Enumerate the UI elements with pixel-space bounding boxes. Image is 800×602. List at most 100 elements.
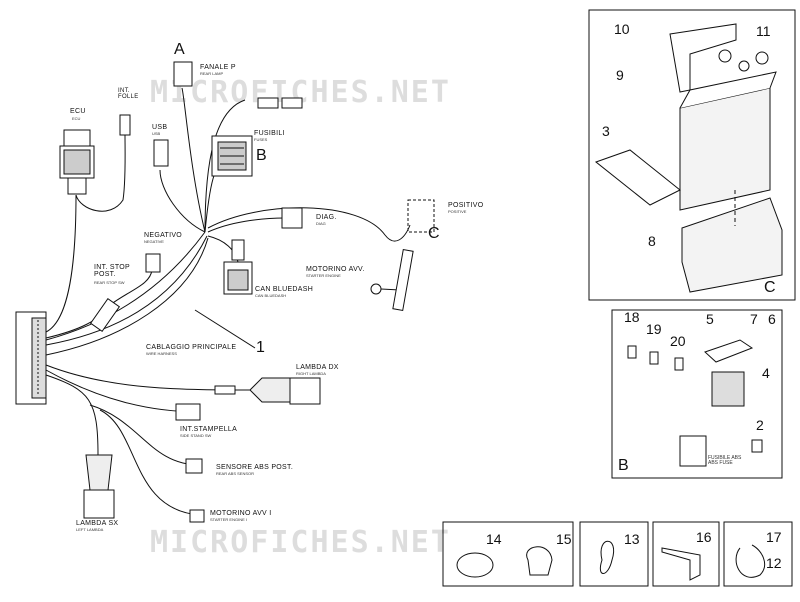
usb-drawing [153, 139, 169, 167]
label-sensore: SENSORE ABS POST. [216, 464, 294, 471]
pad-drawing [594, 149, 681, 206]
label-positivo-sub: POSITIVE [448, 209, 467, 214]
harness-to-hub [45, 231, 206, 341]
label-lambda-dx-sub: RIGHT LAMBDA [296, 371, 326, 376]
label-sensore-sub: REAR ABS SENSOR [216, 471, 255, 476]
lambda-dx-drawing [214, 377, 321, 405]
callout-c: C [428, 225, 440, 242]
box-b-label: B [618, 457, 629, 474]
part-number-7: 7 [750, 311, 758, 327]
part-number-5: 5 [706, 311, 714, 327]
wire-diag [207, 217, 286, 233]
part-box-13 [579, 521, 649, 587]
wire-motorino1 [99, 409, 201, 516]
label-ecu-sub: ECU [72, 116, 81, 121]
label-ecu: ECU [70, 108, 86, 115]
label-int-stop-sub: REAR STOP SW [94, 280, 125, 285]
wire-ecu-2 [75, 134, 126, 212]
part-number-20: 20 [670, 333, 686, 349]
lambda-sx-drawing [83, 454, 115, 519]
part-number-16: 16 [696, 529, 712, 545]
label-int-stop: INT. STOP POST. [94, 264, 131, 278]
label-diag-sub: DIAG [316, 221, 326, 226]
main-connector-drawing [15, 311, 47, 405]
part-number-13: 13 [624, 531, 640, 547]
label-usb: USB [152, 124, 168, 131]
part-number-10: 10 [614, 21, 630, 37]
part-number-9: 9 [616, 67, 624, 83]
label-usb-sub: USB [152, 131, 161, 136]
part-number-4: 4 [762, 365, 770, 381]
harness-to-hub-2 [45, 235, 208, 346]
wire-abs [89, 404, 201, 466]
label-motorino-sub: STARTER ENGINE [306, 273, 341, 278]
part-number-18: 18 [624, 309, 640, 325]
box-c-label: C [764, 279, 776, 296]
part-number-2: 2 [756, 417, 764, 433]
wire-ecu [45, 194, 77, 333]
part-number-15: 15 [556, 531, 572, 547]
part-number-12: 12 [766, 555, 782, 571]
part-number-17: 17 [766, 529, 782, 545]
label-cablaggio-sub: WIRE HARNESS [146, 351, 177, 356]
label-int-folle: INT. FOLLE [118, 88, 139, 100]
battery-tray-drawing [681, 197, 783, 293]
motorino-drawing [370, 249, 414, 311]
label-can-sub: CAN BLUEDASH [255, 293, 287, 298]
watermark-bottom: MICROFICHES.NET [150, 525, 451, 560]
part-number-19: 19 [646, 321, 662, 337]
wire-positivo [207, 207, 411, 242]
label-fusibili-sub: FUSES [254, 137, 268, 142]
part-number-14: 14 [486, 531, 502, 547]
harness-main-1 [45, 237, 209, 356]
part-box-14-15 [442, 521, 574, 587]
part-number-11: 11 [756, 23, 771, 39]
battery-drawing [679, 71, 777, 211]
box-b-frame [611, 309, 783, 479]
label-int-stampella-sub: SIDE STAND SW [180, 433, 212, 438]
part-box-17-12 [723, 521, 793, 587]
part-box-16 [652, 521, 720, 587]
label-lambda-sx: LAMBDA SX [76, 520, 119, 527]
callout-a: A [174, 41, 185, 58]
int-stampella-drawing [175, 403, 201, 421]
callout-1: 1 [256, 339, 265, 356]
label-motorino1: MOTORINO AVV I [210, 510, 272, 517]
label-negativo-sub: NEGATIVE [144, 239, 164, 244]
label-diag: DIAG. [316, 214, 337, 221]
label-negativo: NEGATIVO [144, 232, 183, 239]
label-fanale: FANALE P [200, 64, 236, 71]
int-stop-drawing [89, 298, 121, 332]
wire-lambda-sx [45, 374, 99, 456]
motorino1-drawing [189, 509, 205, 523]
part-number-8: 8 [648, 233, 656, 249]
int-folle-drawing [119, 114, 131, 136]
diag-drawing [281, 207, 303, 229]
part-number-6: 6 [768, 311, 776, 327]
leader-1 [194, 309, 256, 349]
positivo-drawing [407, 199, 435, 233]
part-number-3: 3 [602, 123, 610, 139]
negativo-drawing [145, 253, 161, 273]
callout-b: B [256, 147, 267, 164]
box-c-frame [588, 9, 796, 301]
wire-usb [159, 169, 206, 233]
sensore-drawing [185, 458, 203, 474]
label-fusibili: FUSIBILI [254, 130, 285, 137]
wire-fanale [181, 87, 206, 233]
label-motorino: MOTORINO AVV. [306, 266, 365, 273]
bracket-drawing [669, 23, 737, 93]
label-positivo: POSITIVO [448, 202, 484, 209]
ecu-connector-drawing [59, 129, 95, 195]
fanale-drawing [173, 61, 193, 87]
label-fusibile-abs: FUSIBILE ABS ABS FUSE [708, 455, 742, 466]
label-fanale-sub: REAR LAMP [200, 71, 224, 76]
label-lambda-dx: LAMBDA DX [296, 364, 339, 371]
label-motorino1-sub: STARTER ENGINE I [210, 517, 247, 522]
label-can: CAN BLUEDASH [255, 286, 314, 293]
label-cablaggio: CABLAGGIO PRINCIPALE [146, 344, 237, 351]
label-int-stampella: INT.STAMPELLA [180, 426, 238, 433]
wire-negativo [109, 269, 153, 306]
